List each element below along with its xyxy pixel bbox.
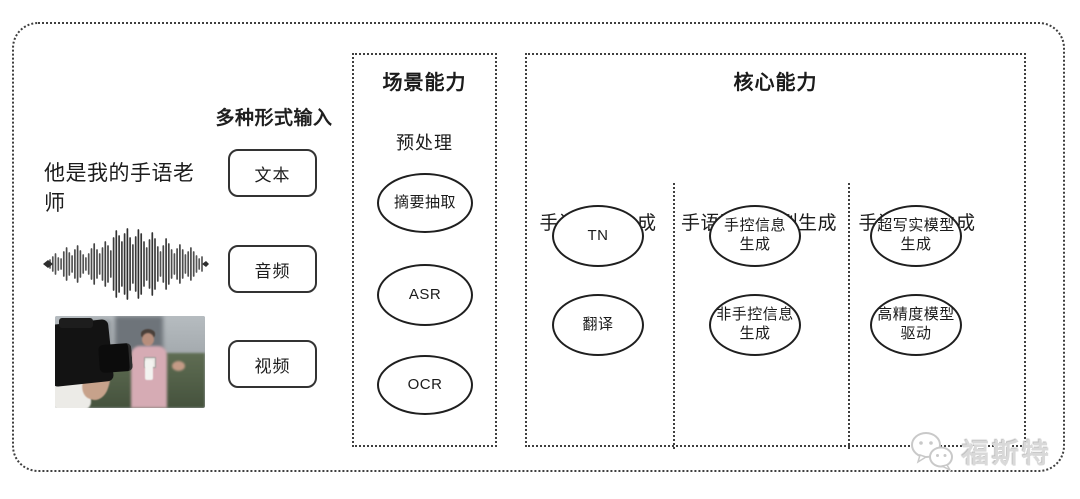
- scene-item-ocr: OCR: [377, 355, 473, 415]
- input-type-label: 文本: [254, 165, 291, 185]
- scene-item-summary-extraction: 摘要抽取: [377, 173, 473, 233]
- input-section-title: 多种形式输入: [215, 108, 333, 129]
- column-divider: [673, 183, 675, 449]
- input-type-label: 视频: [254, 356, 291, 376]
- core-item-manual-info-generation: 手控信息 生成: [709, 205, 801, 267]
- scene-box-title: 场景能力: [382, 72, 467, 94]
- scene-item-asr: ASR: [377, 264, 473, 326]
- watermark-text: 福斯特: [962, 438, 1052, 469]
- wechat-logo-icon: [911, 432, 953, 472]
- watermark: 福斯特: [908, 430, 1052, 472]
- core-item-translation: 翻译: [552, 294, 644, 356]
- photo-microphone: [145, 360, 153, 380]
- audio-waveform-icon: [43, 228, 209, 300]
- column-divider: [848, 183, 850, 449]
- scene-box-subtitle: 预处理: [396, 133, 453, 153]
- input-type-box-text: 文本: [228, 149, 317, 197]
- core-item-tn: TN: [552, 205, 644, 267]
- core-item-hyperrealistic-model-generation: 超写实模型 生成: [870, 205, 962, 267]
- input-type-box-audio: 音频: [228, 245, 317, 293]
- photo-camera-lens: [98, 342, 133, 374]
- core-item-non-manual-info-generation: 非手控信息 生成: [709, 294, 801, 356]
- sample-sentence-text: 他是我的手语老师: [44, 162, 195, 215]
- scene-capability-box: 场景能力 预处理: [352, 53, 497, 447]
- outer-dotted-frame: [12, 22, 1065, 472]
- photo-camera-top: [59, 318, 93, 328]
- input-type-label: 音频: [254, 261, 291, 281]
- photo-reporter-hand: [172, 361, 185, 371]
- photo-reporter-head: [142, 333, 154, 346]
- core-box-title: 核心能力: [733, 72, 818, 94]
- input-type-box-video: 视频: [228, 340, 317, 388]
- video-input-photo: [55, 316, 205, 408]
- core-item-high-precision-model-driving: 高精度模型 驱动: [870, 294, 962, 356]
